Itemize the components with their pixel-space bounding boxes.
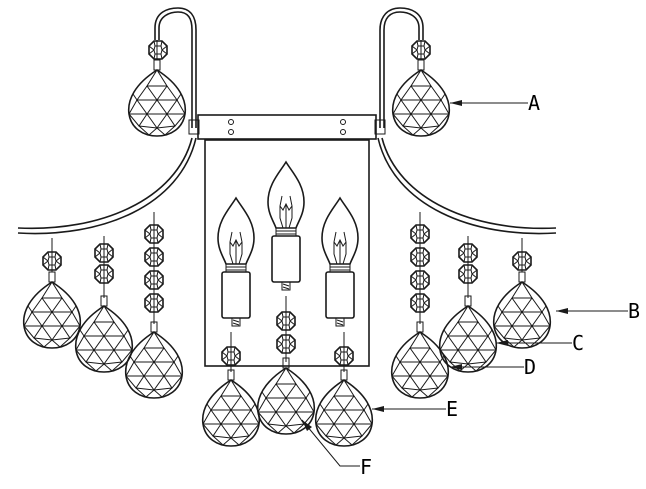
right-strand-1 bbox=[492, 238, 552, 349]
left-strand-1 bbox=[22, 238, 82, 349]
crystal-top-right bbox=[391, 59, 451, 137]
leader-E: E bbox=[372, 397, 458, 421]
left-strand-3 bbox=[124, 212, 184, 399]
right-strand-3 bbox=[390, 212, 450, 399]
crystal-left-1 bbox=[22, 271, 82, 349]
leader-A: A bbox=[450, 91, 540, 115]
back-plate bbox=[188, 114, 386, 367]
label-D: D bbox=[524, 355, 536, 379]
crystal-bottom-right bbox=[314, 369, 374, 447]
right-strand-2 bbox=[438, 236, 498, 373]
crystal-bottom-center bbox=[256, 357, 316, 435]
crystal-top-left bbox=[127, 59, 187, 137]
label-C: C bbox=[572, 331, 584, 355]
label-E: E bbox=[446, 397, 458, 421]
label-B: B bbox=[628, 299, 640, 323]
bottom-strand-left bbox=[201, 332, 261, 447]
crystal-right-D bbox=[390, 321, 450, 399]
leader-B: B bbox=[556, 299, 640, 323]
left-strand-2 bbox=[74, 236, 134, 373]
crystal-bottom-left bbox=[201, 369, 261, 447]
right-hook-arm bbox=[379, 7, 424, 128]
leader-C: C bbox=[496, 331, 584, 355]
bottom-strand-center bbox=[256, 296, 316, 435]
crystal-right-B bbox=[492, 271, 552, 349]
right-lower-arm bbox=[377, 137, 557, 235]
left-lower-arm bbox=[17, 137, 197, 235]
crystal-right-C bbox=[438, 295, 498, 373]
left-hook-arm bbox=[154, 7, 197, 128]
bulb-left bbox=[217, 197, 255, 327]
label-A: A bbox=[528, 91, 540, 115]
hook-bead-left bbox=[148, 40, 168, 60]
bulb-right bbox=[321, 197, 359, 327]
bulb-center bbox=[267, 161, 305, 291]
label-F: F bbox=[360, 455, 372, 479]
bottom-strand-right bbox=[314, 332, 374, 447]
leader-D: D bbox=[450, 355, 536, 379]
crystal-left-3 bbox=[124, 321, 184, 399]
leader-F: F bbox=[301, 419, 372, 479]
crystal-left-2 bbox=[74, 295, 134, 373]
